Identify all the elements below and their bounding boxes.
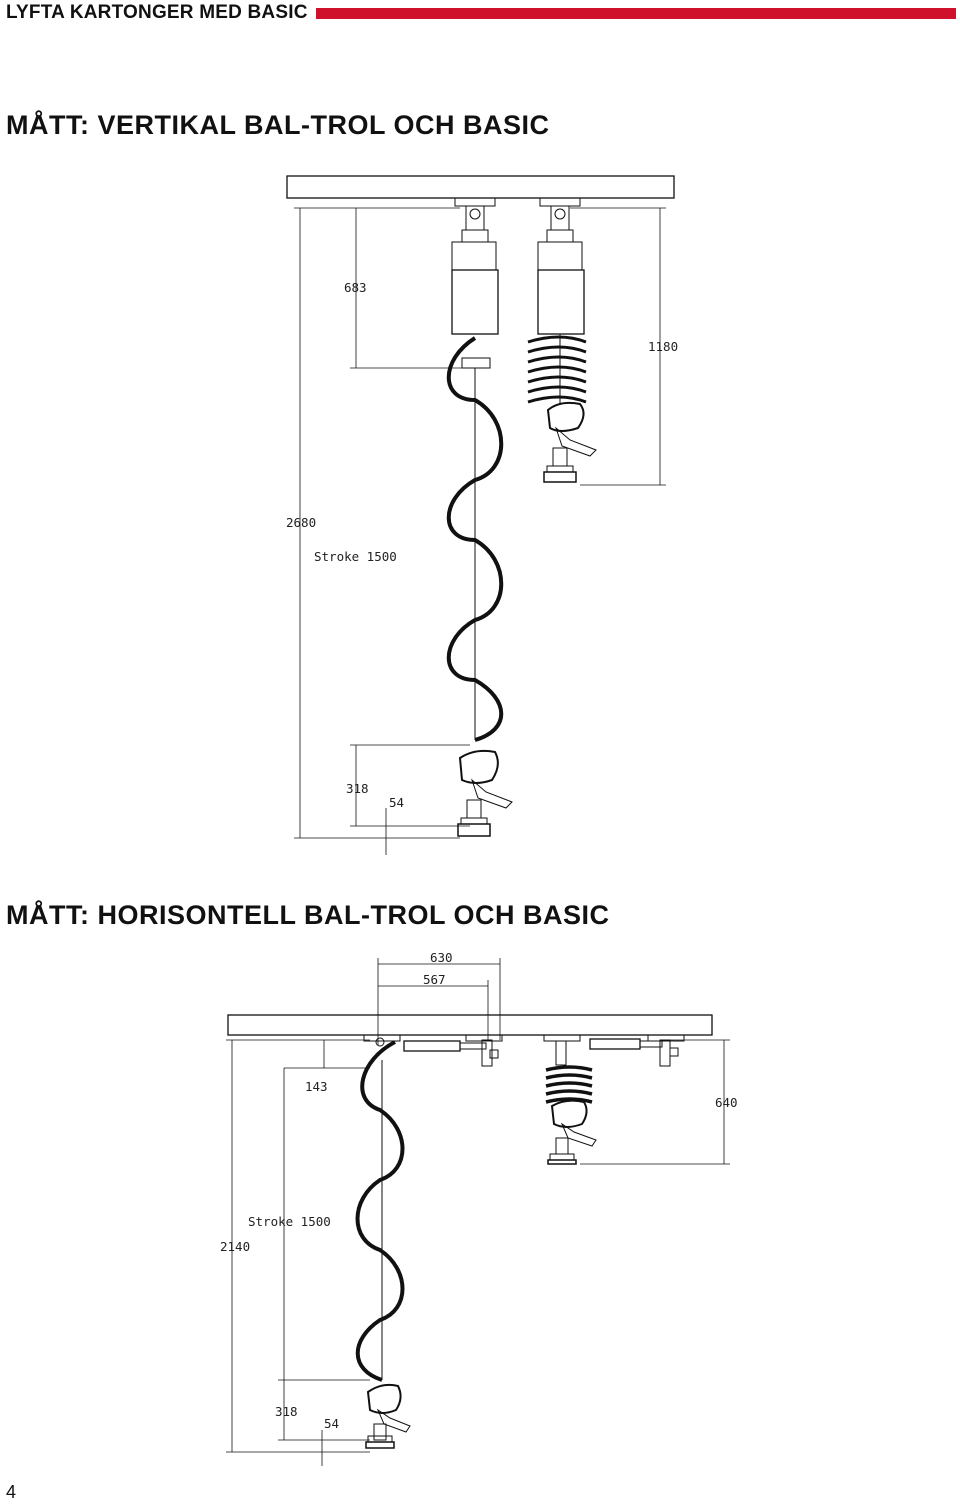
dim-stroke: Stroke 1500	[314, 549, 397, 564]
dim-143: 143	[305, 1079, 328, 1094]
dim-640: 640	[715, 1095, 738, 1110]
right-handle	[547, 1099, 597, 1165]
dim-1180: 1180	[648, 339, 678, 354]
dim-318: 318	[346, 781, 369, 796]
dim-567: 567	[423, 972, 446, 987]
compressed-coil	[545, 1065, 593, 1104]
dim-318: 318	[275, 1404, 298, 1419]
dim-2680: 2680	[286, 515, 316, 530]
dim-2140: 2140	[220, 1239, 250, 1254]
header-accent-bar	[316, 8, 956, 19]
left-handle	[365, 1383, 411, 1449]
right-balancer-unit	[537, 197, 585, 335]
header-title: LYFTA KARTONGER MED BASIC	[6, 2, 308, 23]
vertical-diagram: 683 1180 2680 Stroke 1500 318 54	[286, 175, 678, 855]
left-handle	[457, 749, 513, 837]
dim-54: 54	[324, 1416, 339, 1431]
ceiling-rail	[227, 1014, 713, 1036]
dim-stroke: Stroke 1500	[248, 1214, 331, 1229]
dim-54: 54	[389, 795, 404, 810]
dim-630: 630	[430, 950, 453, 965]
left-balancer-unit	[451, 197, 499, 369]
horizontal-diagram: 630 567 143 640 Stroke 1500 2140 318 54	[220, 950, 738, 1466]
compressed-coil	[527, 335, 587, 404]
dim-683: 683	[344, 280, 367, 295]
vertical-section-title: MÅTT: VERTIKAL BAL-TROL OCH BASIC	[6, 110, 550, 140]
horizontal-dimension-lines	[226, 958, 730, 1466]
horizontal-section-title: MÅTT: HORISONTELL BAL-TROL OCH BASIC	[6, 900, 610, 930]
left-horizontal-unit	[363, 1034, 503, 1067]
vertical-dimension-lines	[294, 207, 666, 855]
right-handle	[543, 401, 597, 483]
page-number: 4	[6, 1482, 17, 1502]
extended-coil	[355, 1040, 405, 1382]
ceiling-rail	[286, 175, 675, 199]
right-horizontal-unit	[543, 1034, 685, 1067]
